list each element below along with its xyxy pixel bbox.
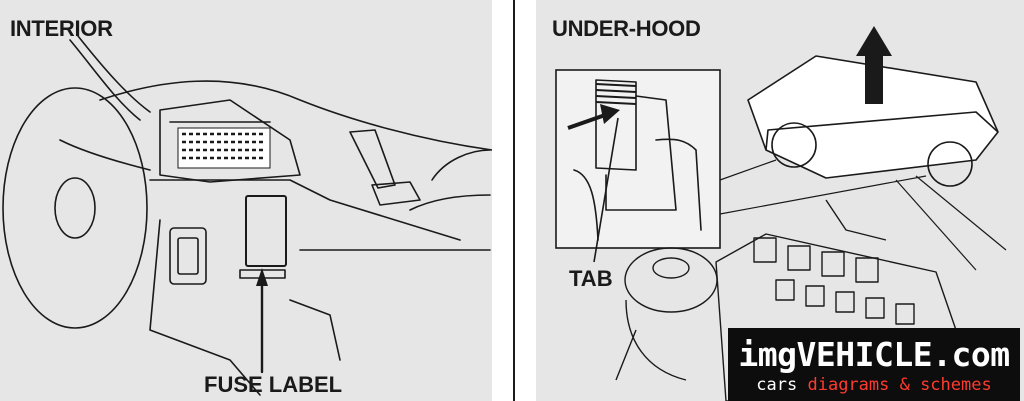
tab-callout: TAB [569,266,613,291]
fuse-label-callout: FUSE LABEL [204,372,343,397]
watermark-tagline-plain: cars [756,375,798,395]
watermark-brand: imgVEHICLE.com [738,335,1010,374]
watermark-tagline: cars diagrams & schemes [728,375,1020,395]
panel-divider [513,0,515,401]
interior-panel: INTERIOR [0,0,492,401]
watermark-logo: imgVEHICLE.com cars diagrams & schemes [728,328,1020,401]
interior-heading: INTERIOR [10,16,113,41]
watermark-tagline-accent: diagrams & schemes [807,375,992,395]
interior-dashboard-drawing [2,35,492,396]
under-hood-drawing [555,26,1007,401]
under-hood-heading: UNDER-HOOD [552,16,701,41]
